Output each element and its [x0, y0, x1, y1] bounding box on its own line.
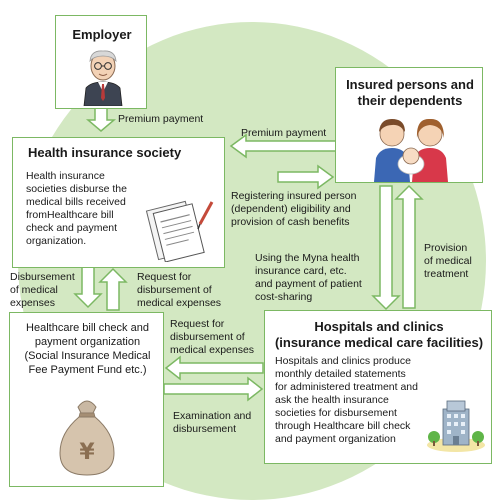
- fund-title-line: Fee Payment Fund etc.): [28, 364, 147, 376]
- label-line: medical expenses: [170, 344, 255, 356]
- arrow-insured-to-hospitals: [371, 185, 401, 311]
- label-line: disbursement: [173, 423, 237, 435]
- label-request-upper: Request for disbursement of medical expe…: [137, 271, 221, 310]
- employer-box: Employer: [55, 15, 147, 109]
- fund-title-line: (Social Insurance Medical: [24, 350, 151, 362]
- fund-box: Healthcare bill check and payment organi…: [9, 312, 164, 487]
- label-examination: Examination and disbursement: [173, 410, 251, 436]
- label-line: Provision: [424, 242, 468, 254]
- insured-title-line1: Insured persons and: [346, 77, 474, 92]
- arrow-hospitals-to-insured: [394, 184, 424, 309]
- hospital-building-icon: [427, 400, 485, 452]
- label-line: disbursement of: [170, 331, 245, 343]
- society-desc-line: medical bills received: [26, 196, 126, 208]
- label-line: of medical: [10, 284, 58, 296]
- hospitals-desc-line: and payment organization: [275, 433, 396, 445]
- society-desc-line: Health insurance: [26, 170, 105, 182]
- label-line: Using the Myna health: [255, 252, 360, 264]
- hospitals-desc-line: Hospitals and clinics produce: [275, 355, 411, 367]
- label-line: Request for: [137, 271, 192, 283]
- society-desc-line: check and payment: [26, 222, 118, 234]
- society-desc-line: fromHealthcare bill: [26, 209, 114, 221]
- fund-title-line: payment organization: [34, 336, 141, 348]
- hospitals-title: Hospitals and clinics (insurance medical…: [265, 319, 493, 351]
- label-line: medical expenses: [137, 297, 222, 309]
- label-line: expenses: [10, 297, 55, 309]
- hospitals-description: Hospitals and clinics produce monthly de…: [275, 355, 418, 446]
- hospitals-desc-line: for administered treatment and: [275, 381, 418, 393]
- label-request-lower: Request for disbursement of medical expe…: [170, 318, 254, 357]
- label-line: cost-sharing: [255, 291, 313, 303]
- insured-box: Insured persons and their dependents: [335, 67, 483, 183]
- hospitals-desc-line: societies for disbursement: [275, 407, 397, 419]
- label-line: Disbursement: [10, 271, 75, 283]
- label-line: treatment: [424, 268, 469, 280]
- label-line: Request for: [170, 318, 225, 330]
- fund-title: Healthcare bill check and payment organi…: [10, 321, 165, 377]
- hospitals-desc-line: through Healthcare bill check: [275, 420, 411, 432]
- hospitals-title-line1: Hospitals and clinics: [314, 319, 444, 334]
- label-line: Registering insured person: [231, 190, 357, 202]
- arrow-hospitals-to-fund: [164, 355, 264, 381]
- employer-title: Employer: [72, 27, 132, 42]
- label-registering: Registering insured person (dependent) e…: [231, 190, 357, 229]
- arrow-employer-to-society: [85, 107, 117, 132]
- arrow-society-to-insured: [277, 164, 335, 190]
- label-provision: Provision of medical treatment: [424, 242, 472, 281]
- society-desc-line: organization.: [26, 235, 87, 247]
- hospitals-desc-line: monthly detailed statements: [275, 368, 406, 380]
- society-box: Health insurance society Health insuranc…: [12, 137, 225, 268]
- label-line: and payment of patient: [255, 278, 362, 290]
- arrow-fund-to-society: [98, 267, 128, 311]
- label-disbursement: Disbursement of medical expenses: [10, 271, 75, 310]
- label-myna: Using the Myna health insurance card, et…: [255, 252, 362, 304]
- label-premium-employer: Premium payment: [118, 113, 204, 125]
- society-description: Health insurance societies disburse the …: [26, 170, 127, 248]
- yen-money-bag-icon: ¥: [59, 400, 115, 476]
- label-line: insurance card, etc.: [255, 265, 347, 277]
- arrow-fund-to-hospitals: [163, 376, 264, 402]
- fund-title-line: Healthcare bill check and: [26, 322, 149, 334]
- elderly-man-icon: [83, 50, 123, 106]
- documents-icon: [145, 200, 214, 262]
- society-desc-line: societies disburse the: [26, 183, 127, 195]
- label-line: Examination and: [173, 410, 252, 422]
- insured-title: Insured persons and their dependents: [336, 77, 484, 109]
- hospitals-desc-line: ask the health insurance: [275, 394, 389, 406]
- label-premium-insured: Premium payment: [241, 127, 327, 139]
- label-line: of medical: [424, 255, 472, 267]
- arrow-insured-to-society: [229, 133, 337, 159]
- insured-title-line2: their dependents: [357, 93, 463, 108]
- hospitals-box: Hospitals and clinics (insurance medical…: [264, 310, 492, 464]
- label-line: disbursement of: [137, 284, 212, 296]
- society-title: Health insurance society: [28, 145, 182, 160]
- arrow-society-to-fund: [73, 265, 103, 309]
- hospitals-title-line2: (insurance medical care facilities): [274, 335, 484, 350]
- svg-text:¥: ¥: [79, 440, 95, 465]
- label-line: (dependent) eligibility and: [231, 203, 351, 215]
- family-icon: [374, 118, 448, 182]
- label-line: provision of cash benefits: [231, 216, 350, 228]
